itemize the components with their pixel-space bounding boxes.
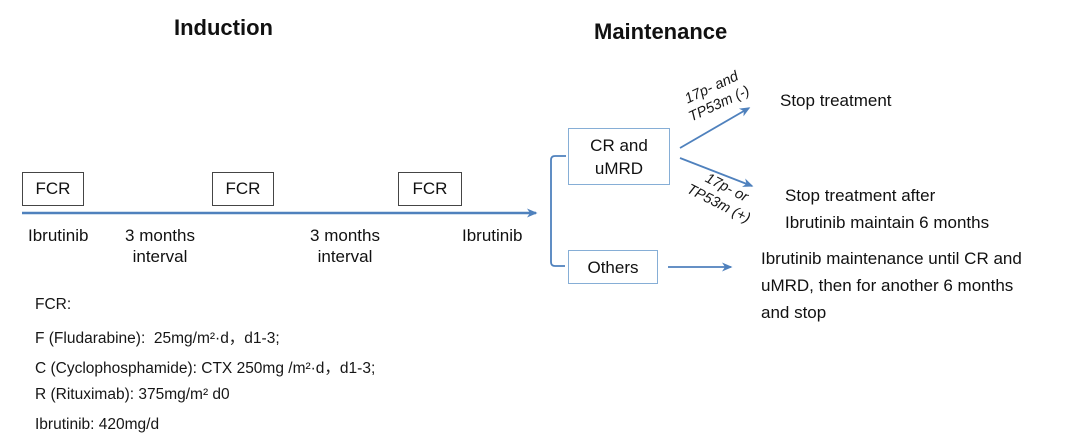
branch-label-tp53-negative: 17p- and TP53m (-) [682,68,753,126]
others-box: Others [568,250,658,284]
interval-label-1: 3 months interval [125,226,195,266]
branch-label-tp53-positive: 17p- or TP53m (+) [684,170,753,227]
fork-bracket [550,155,566,267]
cr-umrd-box: CR and uMRD [568,128,670,185]
footnote-cyclophosphamide: C (Cyclophosphamide): CTX 250mg /m²·d，d1… [35,360,376,377]
footnote-rituximab: R (Rituximab): 375mg/m² d0 [35,386,230,403]
footnote-ibrutinib-dose: Ibrutinib: 420mg/d [35,416,160,433]
maintenance-title: Maintenance [594,19,728,44]
outcome-others-maintenance: Ibrutinib maintenance until CR and uMRD,… [761,249,1022,322]
outcome-stop-after: Stop treatment after Ibrutinib maintain … [785,186,990,232]
fcr-box-1: FCR [22,172,84,206]
fcr-box-2: FCR [212,172,274,206]
ibrutinib-label-right: Ibrutinib [462,226,523,245]
outcome-stop-treatment: Stop treatment [780,91,892,110]
interval-label-2: 3 months interval [310,226,380,266]
footnote-fcr-title: FCR: [35,296,72,313]
induction-title: Induction [174,15,273,40]
footnote-fludarabine: F (Fludarabine): 25mg/m²·d，d1-3; [35,330,280,347]
ibrutinib-label-left: Ibrutinib [28,226,89,245]
fcr-box-3: FCR [398,172,462,206]
